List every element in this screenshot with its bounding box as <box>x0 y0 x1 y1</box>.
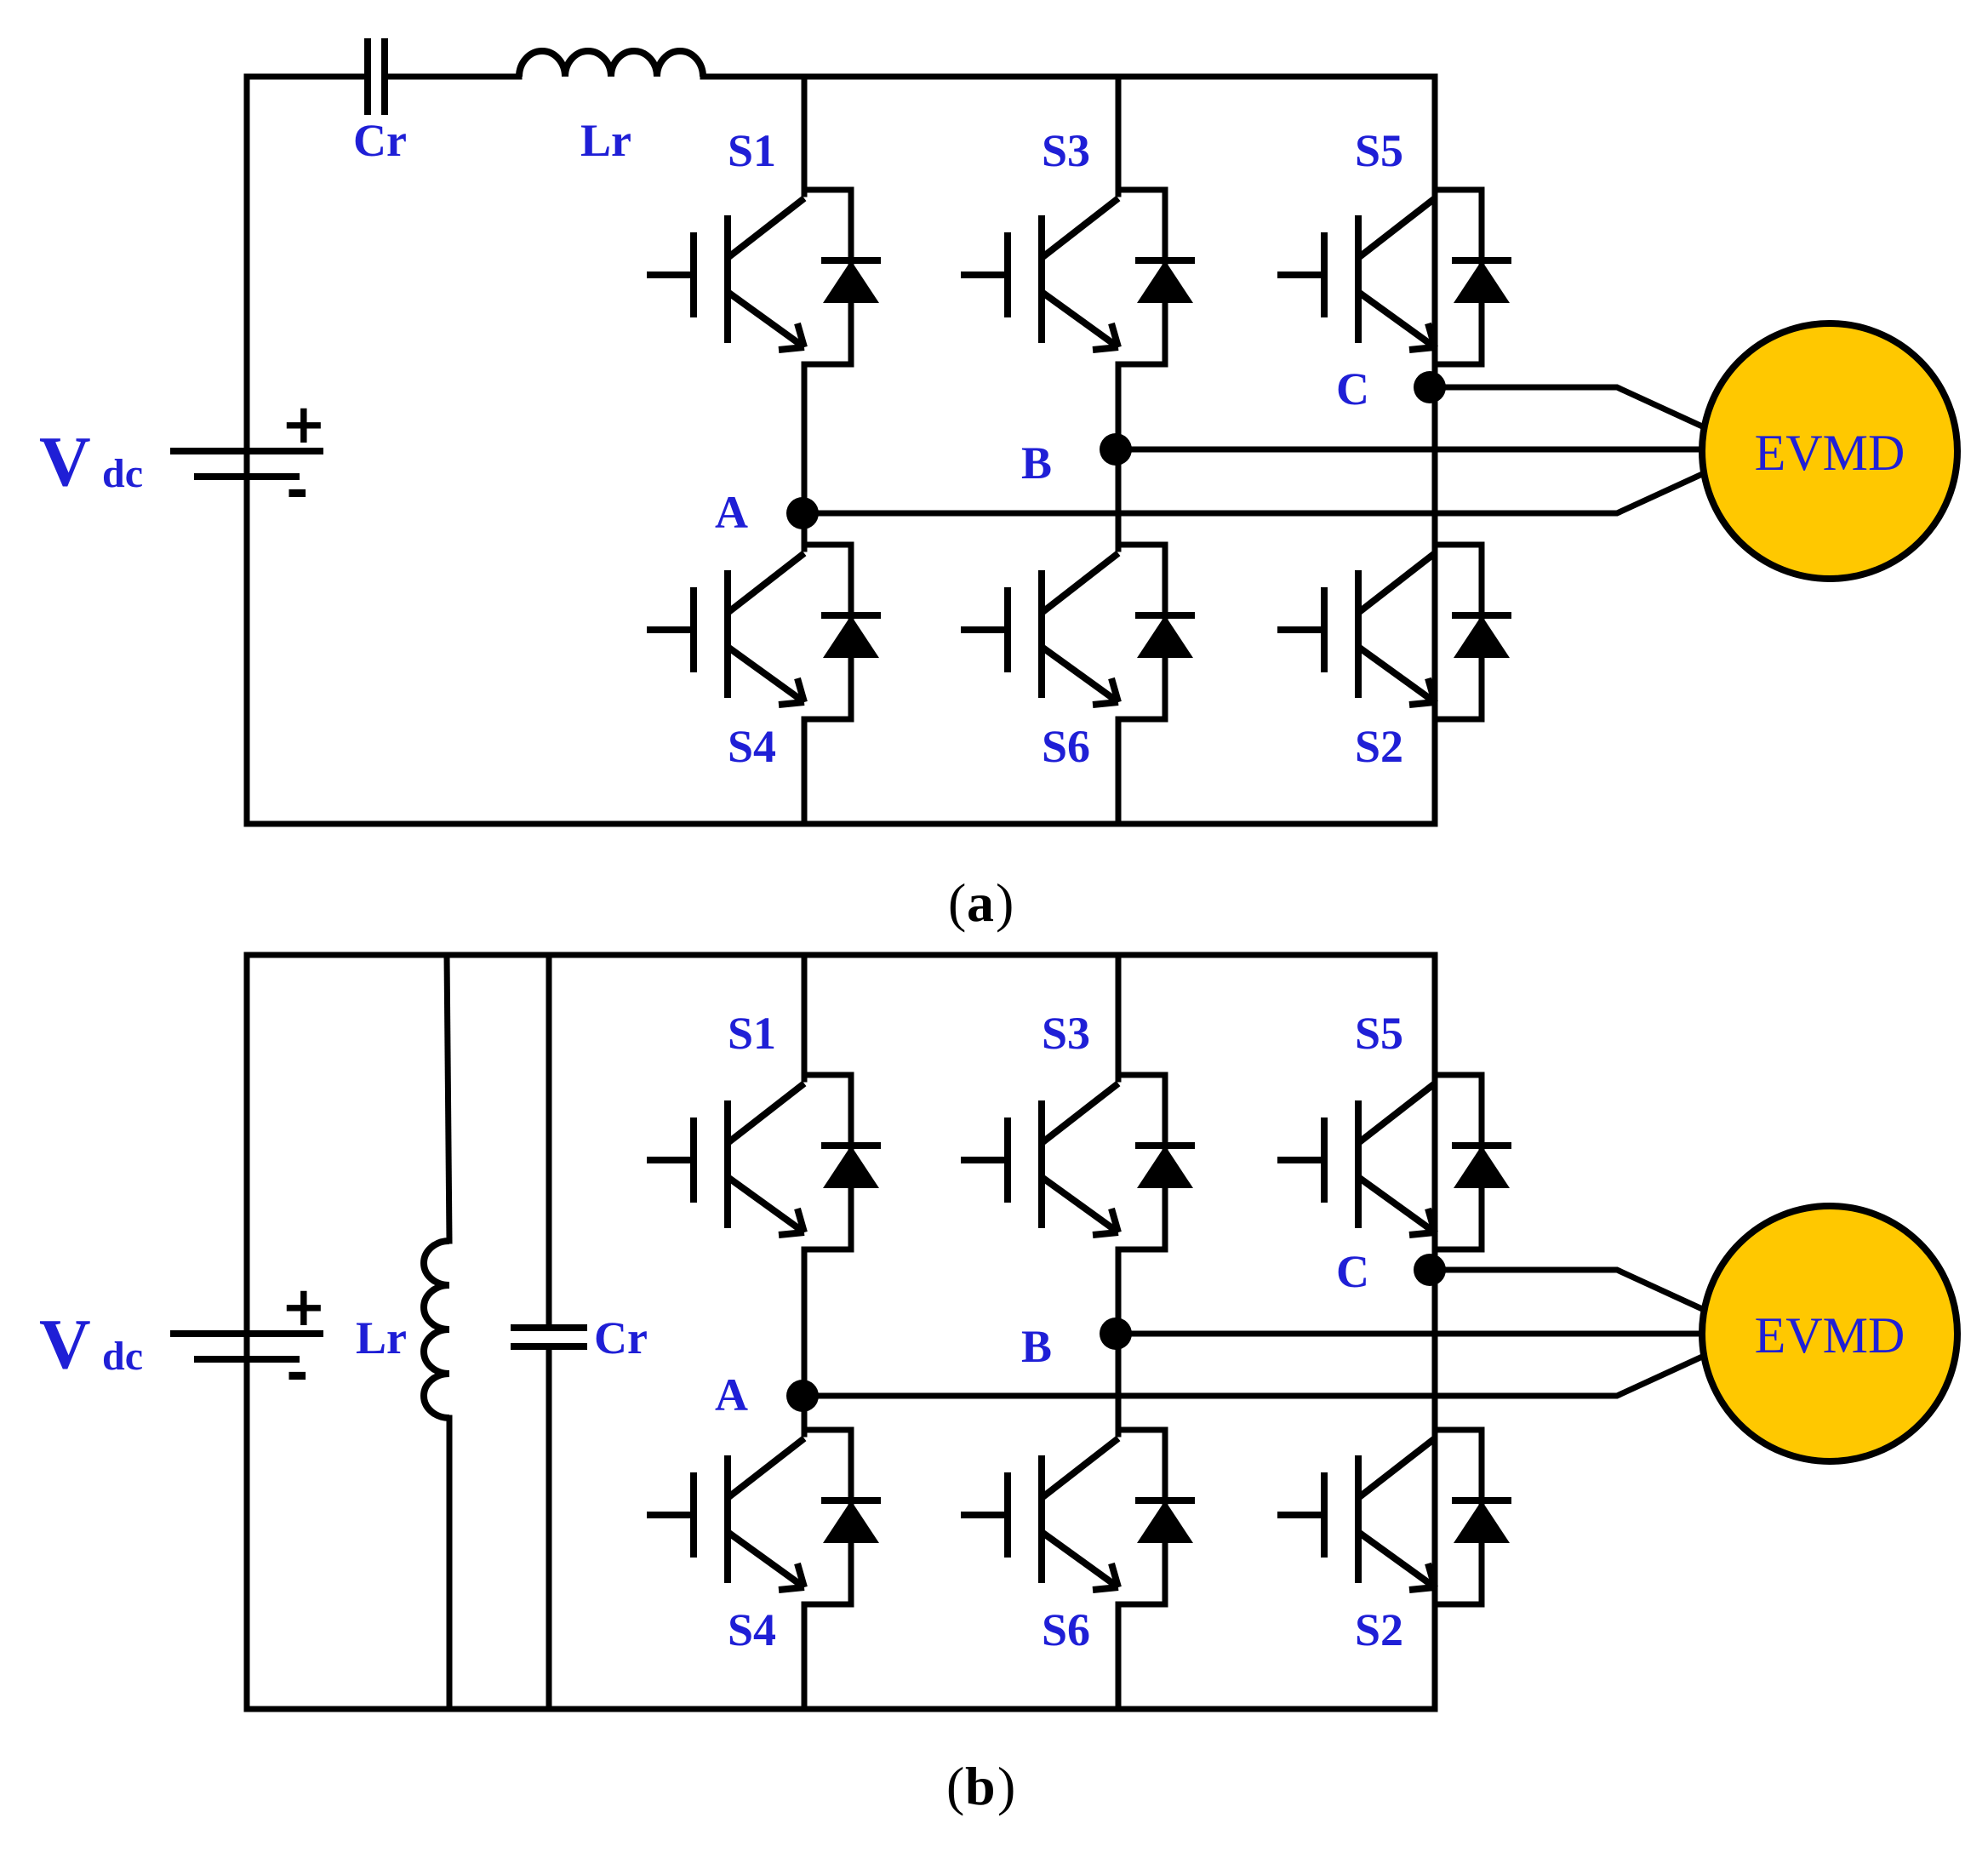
vdc-label-b: V <box>39 1305 91 1384</box>
caption-a-open: ( <box>948 872 966 933</box>
caption-a-close: ) <box>996 872 1014 933</box>
minus-sign-a: - <box>286 460 309 523</box>
s2-label-b: S2 <box>1355 1604 1403 1655</box>
motor-label-b: EVMD <box>1755 1307 1905 1363</box>
node-c-label-b: C <box>1336 1246 1369 1297</box>
minus-sign-b: - <box>286 1342 309 1405</box>
lr-label-b: Lr <box>356 1312 407 1363</box>
s4-label-b: S4 <box>728 1604 776 1655</box>
plus-sign-b: + <box>281 1276 327 1339</box>
node-b-label-a: B <box>1021 437 1052 489</box>
s5-label-b: S5 <box>1355 1008 1403 1059</box>
motor-label-a: EVMD <box>1755 425 1905 481</box>
motor-b <box>1699 1203 1961 1465</box>
s6-label-a: S6 <box>1042 721 1090 772</box>
node-a-label-a: A <box>715 487 748 538</box>
cr-label-a: Cr <box>353 115 407 166</box>
s4-label-a: S4 <box>728 721 776 772</box>
s1-label-a: S1 <box>728 125 776 176</box>
s6-label-b: S6 <box>1042 1604 1090 1655</box>
cr-label-b: Cr <box>594 1312 648 1363</box>
node-a-label-b: A <box>715 1369 748 1420</box>
caption-a-letter: a <box>967 872 994 933</box>
panel-b-circuit <box>170 952 1961 1712</box>
vdc-sub-label-b: dc <box>102 1334 143 1379</box>
caption-b-close: ) <box>997 1756 1015 1816</box>
node-c-label-a: C <box>1336 363 1369 414</box>
plus-sign-a: + <box>281 393 327 456</box>
vdc-label-a: V <box>39 422 91 501</box>
s1-label-b: S1 <box>728 1008 776 1059</box>
s3-label-b: S3 <box>1042 1008 1090 1059</box>
s2-label-a: S2 <box>1355 721 1403 772</box>
lr-label-a: Lr <box>580 115 631 166</box>
s5-label-a: S5 <box>1355 125 1403 176</box>
node-b-label-b: B <box>1021 1321 1052 1372</box>
caption-b-open: ( <box>946 1756 964 1816</box>
panel-a-circuit <box>170 38 1961 827</box>
s3-label-a: S3 <box>1042 125 1090 176</box>
vdc-sub-label-a: dc <box>102 451 143 496</box>
motor-a <box>1699 320 1961 582</box>
caption-b-letter: b <box>965 1756 996 1816</box>
